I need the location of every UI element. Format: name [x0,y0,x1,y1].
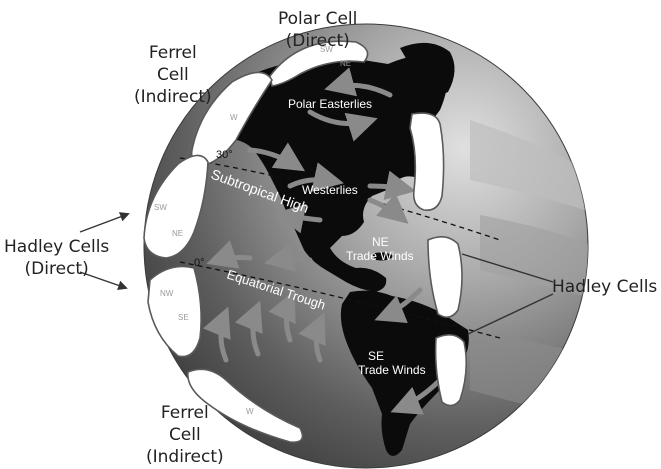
right-cell-loop-3 [436,335,467,406]
ferrel-cell-bottom-label: Ferrel Cell (Indirect) [146,402,224,468]
ferrel-cell-top-label: Ferrel Cell (Indirect) [134,42,212,108]
se-trade-winds-label-line1: SE [368,349,384,363]
polar-easterlies-label: Polar Easterlies [288,97,372,111]
latitude-30-label: 30° [216,149,233,161]
hadley-ne-label: NE [172,229,183,238]
wind-arrow [270,259,310,262]
ne-trade-winds-label-line1: NE [372,235,389,249]
hadley-nw-label: NW [160,289,174,298]
hadley-sw-label: SW [154,203,167,212]
hadley-cells-left-label: Hadley Cells (Direct) [4,236,109,280]
right-cell-loop-1 [410,113,444,210]
hadley-cells-right-label: Hadley Cells [552,276,657,298]
ne-trade-winds-label-line2: Trade Winds [346,249,414,263]
westerlies-label: Westerlies [302,183,358,197]
polar-cell-label: Polar Cell (Direct) [278,8,357,52]
ferrel-bottom-w-label: W [246,407,254,416]
hadley-cell-south-loop [148,267,201,357]
se-trade-winds-label-line2: Trade Winds [358,363,426,377]
hadley-left-pointer-up [80,214,128,232]
polar-ne-label: NE [340,59,351,68]
hadley-se-label: SE [178,313,189,322]
latitude-0-label: 0° [194,257,205,269]
ferrel-w-label: W [230,113,238,122]
